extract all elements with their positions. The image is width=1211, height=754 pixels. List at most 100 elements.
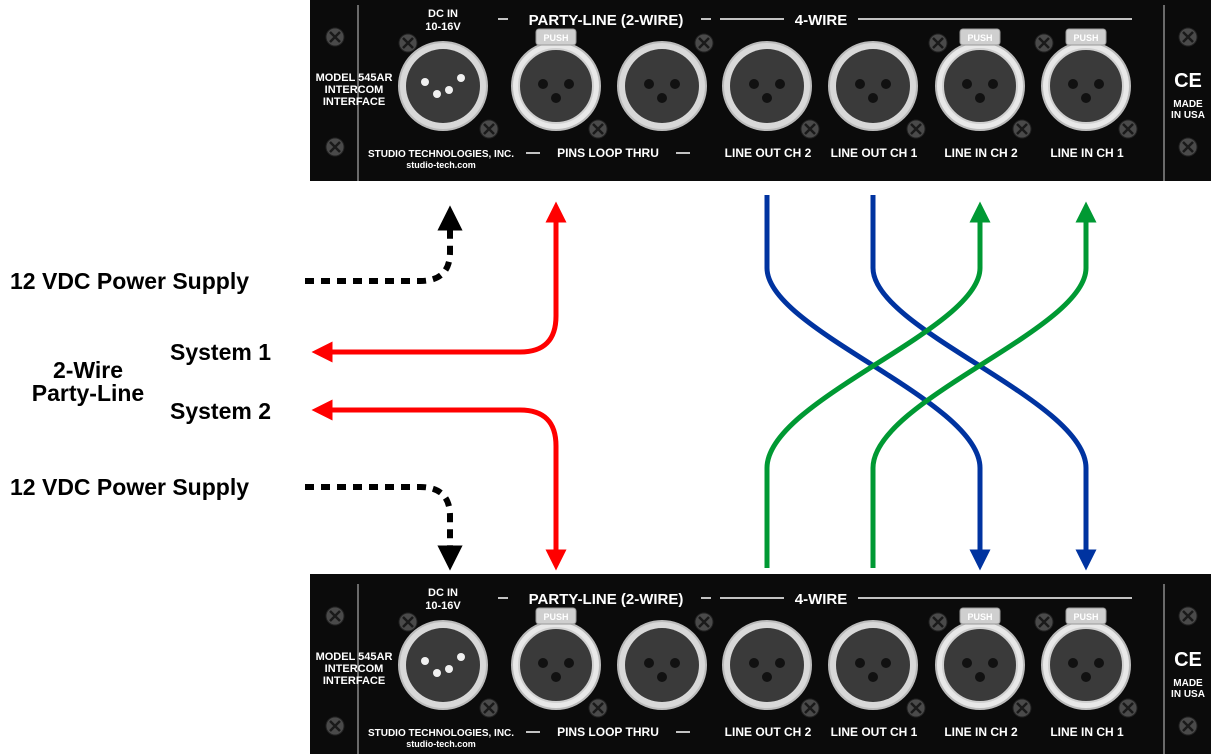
connector-screw: [928, 612, 948, 632]
wires: [305, 195, 1097, 571]
rack-screw-left-top: [325, 27, 345, 47]
four-wire-header: 4-WIRE: [795, 591, 848, 608]
line-in-ch2-connector: PUSH: [935, 28, 1025, 131]
line-in-ch2-label: LINE IN CH 2: [944, 725, 1018, 739]
push-latch-label: PUSH: [967, 33, 992, 43]
connector-screw: [398, 33, 418, 53]
push-latch: PUSH: [959, 607, 1001, 625]
pins-loop-thru-label: PINS LOOP THRU: [557, 725, 659, 739]
party-line-connector-1: PUSH: [511, 607, 601, 710]
party-line-label-line1: 2-Wire: [53, 357, 123, 383]
push-latch: PUSH: [1065, 607, 1107, 625]
push-latch-label: PUSH: [1073, 612, 1098, 622]
system-2-label: System 2: [170, 398, 271, 424]
rack-screw-left-top: [325, 606, 345, 626]
model-label-line1: MODEL 545AR: [316, 651, 393, 663]
connector-screw: [694, 612, 714, 632]
push-latch-label: PUSH: [1073, 33, 1098, 43]
party-line-connector-2: [617, 41, 707, 131]
made-in-usa-label-line2: IN USA: [1171, 689, 1205, 700]
system-2-wire: [311, 399, 567, 571]
rack-screw-right-top: [1178, 606, 1198, 626]
push-latch: PUSH: [535, 28, 577, 46]
connector-screw: [906, 698, 926, 718]
connector-screw: [928, 33, 948, 53]
connector-screw: [1034, 612, 1054, 632]
model-label-line3: INTERFACE: [323, 96, 385, 108]
connector-screw: [398, 612, 418, 632]
connector-screw: [479, 698, 499, 718]
line-out-ch1-label: LINE OUT CH 1: [831, 725, 918, 739]
rack-screw-left-bottom: [325, 716, 345, 736]
push-latch: PUSH: [535, 607, 577, 625]
website-label: studio-tech.com: [406, 739, 476, 749]
connector-screw: [1012, 698, 1032, 718]
connector-screw: [588, 119, 608, 139]
connector-screw: [1012, 119, 1032, 139]
connector-screw: [800, 698, 820, 718]
power-wire-top: [305, 205, 463, 284]
line-in-ch1-label: LINE IN CH 1: [1050, 725, 1124, 739]
made-in-usa-label-line1: MADE: [1173, 678, 1203, 689]
model-label-line2: INTERCOM: [325, 663, 384, 675]
push-latch-label: PUSH: [543, 33, 568, 43]
push-latch: PUSH: [1065, 28, 1107, 46]
line-out-ch1-label: LINE OUT CH 1: [831, 146, 918, 160]
dc-in-label-line1: DC IN: [428, 8, 458, 20]
side-labels: 12 VDC Power Supply 12 VDC Power Supply …: [10, 268, 271, 500]
dc-in-connector: [398, 620, 488, 710]
model-label-line2: INTERCOM: [325, 84, 384, 96]
connector-screw: [1034, 33, 1054, 53]
system-1-label: System 1: [170, 339, 271, 365]
power-supply-bottom-label: 12 VDC Power Supply: [10, 474, 249, 500]
connector-screw: [479, 119, 499, 139]
rack-screw-right-bottom: [1178, 137, 1198, 157]
line-in-ch1-label: LINE IN CH 1: [1050, 146, 1124, 160]
pins-loop-thru-label: PINS LOOP THRU: [557, 146, 659, 160]
connector-screw: [1118, 119, 1138, 139]
party-line-connector-2: [617, 620, 707, 710]
line-in-ch1-connector: PUSH: [1041, 607, 1131, 710]
model-label-line1: MODEL 545AR: [316, 72, 393, 84]
connector-screw: [906, 119, 926, 139]
line-in-ch2-connector: PUSH: [935, 607, 1025, 710]
rack-screw-right-bottom: [1178, 716, 1198, 736]
party-line-header: PARTY-LINE (2-WIRE): [529, 591, 684, 608]
push-latch: PUSH: [959, 28, 1001, 46]
line-out-ch2-label: LINE OUT CH 2: [725, 146, 812, 160]
connector-screw: [800, 119, 820, 139]
company-label: STUDIO TECHNOLOGIES, INC.: [368, 728, 514, 739]
dc-in-label-line2: 10-16V: [425, 600, 461, 612]
rack-screw-left-bottom: [325, 137, 345, 157]
push-latch-label: PUSH: [967, 612, 992, 622]
party-line-header: PARTY-LINE (2-WIRE): [529, 12, 684, 29]
line-out-ch2-connector: [722, 620, 812, 710]
rack-screw-right-top: [1178, 27, 1198, 47]
made-in-usa-label-line2: IN USA: [1171, 110, 1205, 121]
line-out-ch2-to-top-line-in-ch2-wire: [764, 201, 991, 568]
line-out-ch1-to-top-line-in-ch1-wire: [870, 201, 1097, 568]
power-wire-bottom: [305, 484, 463, 571]
party-line-connector-1: PUSH: [511, 28, 601, 131]
push-latch-label: PUSH: [543, 612, 568, 622]
dc-in-label-line1: DC IN: [428, 587, 458, 599]
connector-screw: [588, 698, 608, 718]
line-out-ch1-connector: [828, 620, 918, 710]
line-out-ch2-label: LINE OUT CH 2: [725, 725, 812, 739]
party-line-label-line2: Party-Line: [32, 380, 144, 406]
four-wire-header: 4-WIRE: [795, 12, 848, 29]
power-supply-top-label: 12 VDC Power Supply: [10, 268, 249, 294]
line-in-ch1-connector: PUSH: [1041, 28, 1131, 131]
company-label: STUDIO TECHNOLOGIES, INC.: [368, 149, 514, 160]
dc-in-connector: [398, 41, 488, 131]
system-1-wire: [311, 201, 567, 363]
connector-screw: [1118, 698, 1138, 718]
line-in-ch2-label: LINE IN CH 2: [944, 146, 1018, 160]
line-out-ch2-connector: [722, 41, 812, 131]
ce-mark: CE: [1174, 70, 1202, 92]
line-out-ch1-connector: [828, 41, 918, 131]
ce-mark: CE: [1174, 649, 1202, 671]
